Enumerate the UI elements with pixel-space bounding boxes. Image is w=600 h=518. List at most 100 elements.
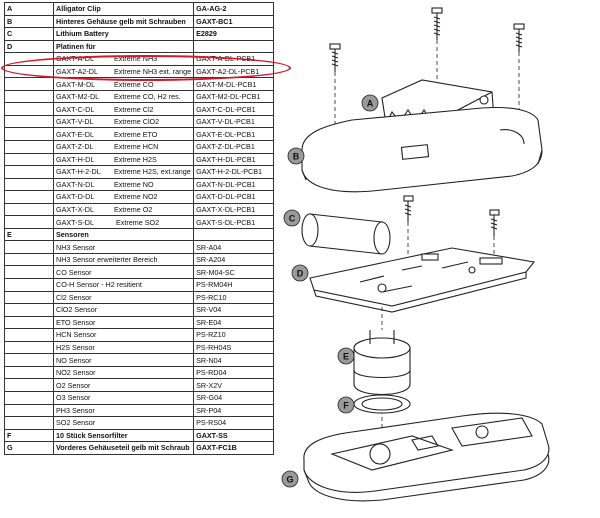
board-gas: Extreme ClO2 <box>114 117 160 127</box>
row-letter <box>4 303 54 317</box>
row-letter <box>4 315 54 330</box>
row-description: GAXT-X-DL Extreme O2 <box>52 202 195 217</box>
board-gas: Extreme NH3 <box>114 54 158 64</box>
row-description: O2 Sensor <box>52 378 195 392</box>
row-letter <box>4 52 54 66</box>
svg-text:F: F <box>343 401 349 411</box>
row-description: ClO2 Sensor <box>52 303 195 317</box>
board-gas: Extreme CO <box>114 79 154 89</box>
board-model: GAXT-N-DL <box>56 179 95 189</box>
filter-part <box>353 394 411 414</box>
board-model: GAXT-M-DL <box>56 79 96 89</box>
label-g: G <box>281 470 299 488</box>
row-letter <box>4 390 54 405</box>
board-gas: Extreme SO2 <box>114 217 160 227</box>
row-description: NO Sensor <box>52 353 195 367</box>
row-description: CO Sensor <box>52 265 195 280</box>
row-description: Vorderes Gehäuseteil gelb mit Schraub <box>52 441 195 455</box>
svg-text:E: E <box>343 352 349 362</box>
board-model: GAXT-X-DL <box>56 205 94 215</box>
row-description: Sensoren <box>52 227 195 242</box>
row-description: NH3 Sensor erweiterter Bereich <box>52 252 195 267</box>
svg-text:G: G <box>286 475 293 485</box>
row-letter <box>4 215 54 229</box>
svg-text:D: D <box>297 269 304 279</box>
board-gas: Extreme O2 <box>114 205 153 215</box>
row-description: Alligator Clip <box>52 2 195 16</box>
row-description: GAXT-A-DL Extreme NH3 <box>52 52 195 66</box>
row-description: GAXT-N-DL Extreme NO <box>52 177 195 192</box>
svg-text:A: A <box>367 99 374 109</box>
row-description: NH3 Sensor <box>52 240 195 254</box>
board-gas: Extreme HCN <box>114 142 159 152</box>
board-model: GAXT-A-DL <box>56 54 94 64</box>
board-gas: Extreme NO <box>114 179 154 189</box>
row-letter <box>4 202 54 217</box>
label-b: B <box>287 147 305 165</box>
board-model: GAXT-D-DL <box>56 192 95 202</box>
board-model: GAXT-H-DL <box>56 154 95 164</box>
svg-text:B: B <box>293 152 300 162</box>
sensor-part <box>353 330 411 396</box>
row-description: 10 Stück Sensorfilter <box>52 428 195 443</box>
row-description: Hinteres Gehäuse gelb mit Schrauben <box>52 14 195 29</box>
row-letter <box>4 252 54 267</box>
svg-text:C: C <box>289 214 296 224</box>
row-description: NO2 Sensor <box>52 365 195 380</box>
row-letter <box>4 165 54 179</box>
pcb-board-part <box>309 247 536 313</box>
row-letter: D <box>4 39 54 54</box>
row-description: HCN Sensor <box>52 328 195 342</box>
label-f: F <box>337 396 355 414</box>
row-description: Platinen für <box>52 39 195 54</box>
row-description: Lithium Battery <box>52 27 195 41</box>
label-a: A <box>361 94 379 112</box>
row-letter <box>4 416 54 430</box>
row-description: GAXT-M-DL Extreme CO <box>52 77 195 91</box>
row-letter: F <box>4 428 54 443</box>
row-letter <box>4 278 54 292</box>
row-description: O3 Sensor <box>52 390 195 405</box>
front-housing-part <box>303 412 550 502</box>
board-model: GAXT-C-DL <box>56 104 95 114</box>
board-model: GAXT-E-DL <box>56 129 94 139</box>
row-letter: C <box>4 27 54 41</box>
row-letter: B <box>4 14 54 29</box>
row-letter: E <box>4 227 54 242</box>
row-description: GAXT-E-DL Extreme ETO <box>52 127 195 141</box>
board-gas: Extreme ETO <box>114 129 158 139</box>
board-model: GAXT-S-DL <box>56 217 94 227</box>
board-gas: Extreme NH3 ext. range <box>114 67 192 76</box>
row-letter <box>4 152 54 167</box>
